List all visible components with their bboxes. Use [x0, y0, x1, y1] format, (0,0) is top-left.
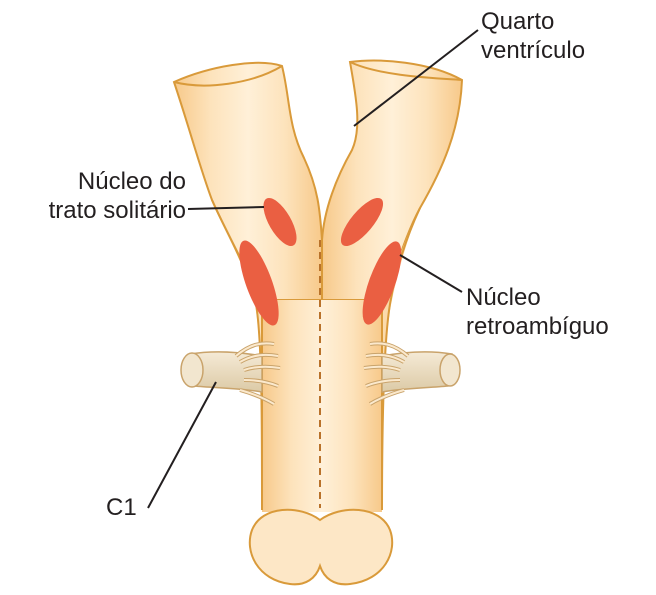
label-line: trato solitário	[49, 196, 186, 225]
label-nucleo-trato-solitario: Núcleo do trato solitário	[49, 167, 186, 225]
label-nucleo-retroambiguo: Núcleo retroambíguo	[466, 283, 609, 341]
label-line: retroambíguo	[466, 312, 609, 341]
spinal-cord-fill	[262, 300, 382, 512]
label-line: Núcleo do	[49, 167, 186, 196]
cut-cross-section	[250, 510, 392, 585]
leader-c1	[148, 382, 216, 508]
label-c1: C1	[106, 493, 137, 522]
label-line: Núcleo	[466, 283, 609, 312]
label-line: ventrículo	[481, 36, 585, 65]
label-line: Quarto	[481, 7, 585, 36]
label-quarto-ventriculo: Quarto ventrículo	[481, 7, 585, 65]
leader-nucleo-retroambiguo	[400, 255, 462, 292]
